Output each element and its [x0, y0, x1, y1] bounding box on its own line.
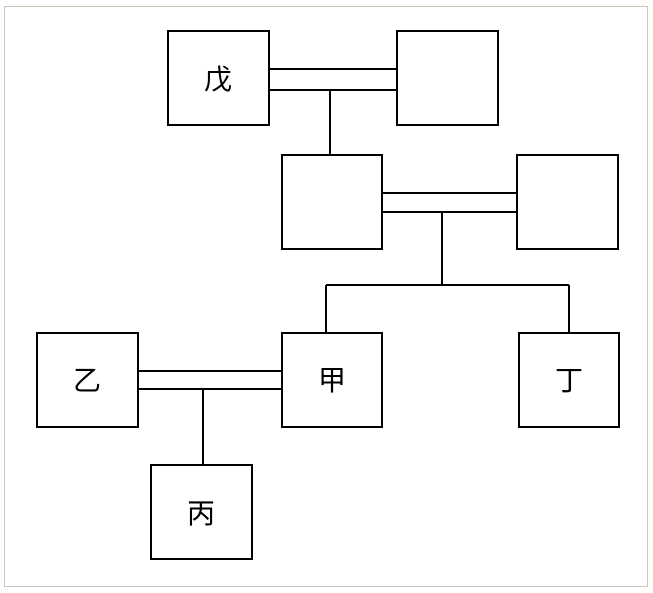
node-wu: 戊: [167, 30, 270, 126]
node-jia: 甲: [281, 332, 383, 428]
node-bing-label: 丙: [187, 497, 215, 530]
node-wu-spouse: [396, 30, 499, 126]
node-jia-label: 甲: [318, 364, 346, 397]
node-child-spouse: [516, 154, 619, 250]
node-yi: 乙: [36, 332, 139, 428]
node-yi-label: 乙: [73, 364, 101, 397]
node-bing: 丙: [150, 464, 253, 560]
node-ding: 丁: [518, 332, 620, 428]
node-ding-label: 丁: [555, 364, 583, 397]
node-wu-label: 戊: [204, 63, 232, 96]
node-child: [281, 154, 383, 250]
